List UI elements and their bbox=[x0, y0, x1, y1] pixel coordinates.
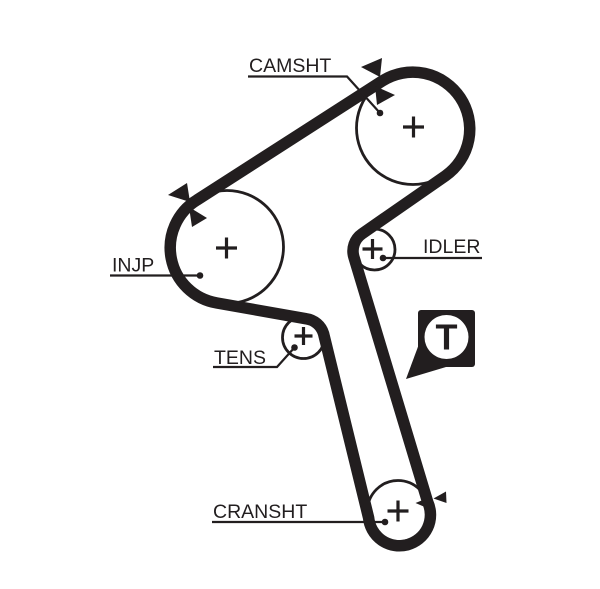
injection-pump-center-cross bbox=[216, 237, 237, 259]
camshaft-label: CAMSHT bbox=[249, 55, 331, 77]
timing-badge-circle bbox=[424, 315, 469, 359]
crankshaft-timing-arrow-outer-icon bbox=[433, 491, 447, 503]
camshaft-center-cross bbox=[403, 116, 424, 138]
tensioner-label: TENS bbox=[214, 347, 266, 369]
injection-pump-label: INJP bbox=[112, 255, 154, 277]
camshaft-leader-dot bbox=[376, 109, 384, 117]
tensioner-leader-line bbox=[213, 346, 296, 369]
timing-badge-letter: T bbox=[436, 317, 458, 358]
idler-leader-dot bbox=[379, 254, 387, 262]
idler-label: IDLER bbox=[423, 236, 480, 258]
timing-mark-arrows bbox=[168, 58, 447, 509]
timing-badge: T bbox=[406, 310, 475, 379]
injection-pump-leader-dot bbox=[196, 272, 204, 279]
crankshaft-timing-arrow-inner-icon bbox=[415, 497, 430, 509]
injection-pump-timing-arrow-lower-icon bbox=[189, 207, 207, 227]
timing-belt bbox=[164, 66, 476, 552]
crankshaft-center-cross bbox=[387, 500, 409, 522]
labels: CAMSHT INJP IDLER TENS CRANSHT bbox=[112, 55, 480, 523]
camshaft-timing-arrow-lower-icon bbox=[375, 86, 395, 105]
idler-center-cross bbox=[362, 239, 383, 259]
pulley-center-marks bbox=[216, 116, 424, 522]
crankshaft-leader-dot bbox=[381, 518, 389, 526]
camshaft-leader-line bbox=[248, 75, 381, 114]
tensioner-leader-dot bbox=[291, 344, 298, 351]
crankshaft-label: CRANSHT bbox=[213, 501, 307, 523]
camshaft-timing-arrow-upper-icon bbox=[361, 58, 382, 77]
tensioner-center-cross bbox=[294, 327, 313, 345]
injection-pump-timing-arrow-upper-icon bbox=[168, 183, 190, 202]
leader-lines bbox=[110, 75, 482, 526]
